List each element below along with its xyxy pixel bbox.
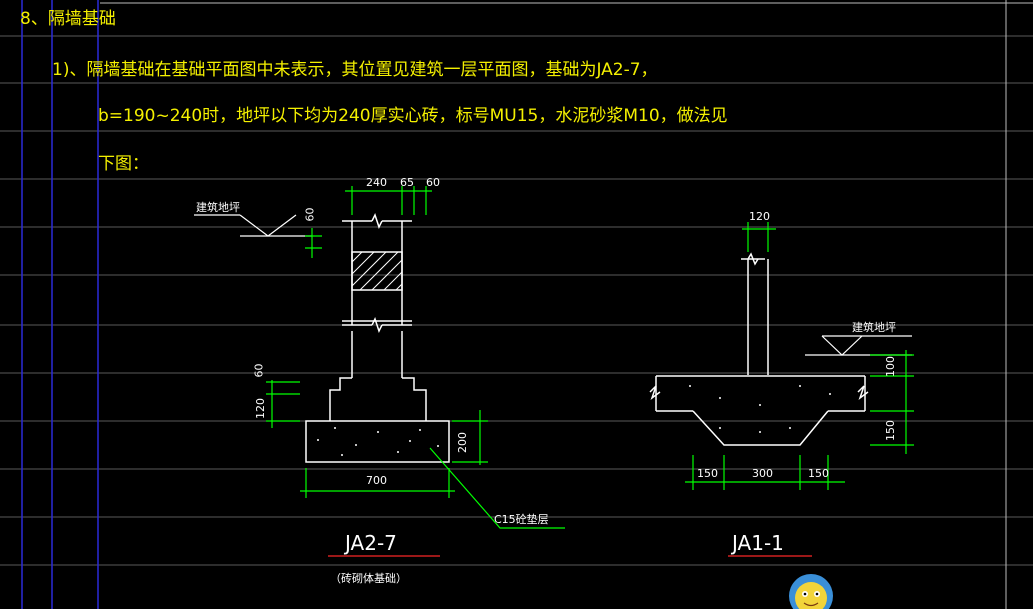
left-dim-60-side: 60	[303, 207, 317, 222]
right-dim-300: 300	[752, 467, 773, 480]
left-dim-60-top: 60	[426, 176, 440, 189]
paragraph-line-3: 下图：	[98, 154, 149, 174]
right-detail-title: JA1-1	[732, 531, 784, 555]
paragraph-line-1: 1)、隔墙基础在基础平面图中未表示，其位置见建筑一层平面图，基础为JA2-7，	[52, 60, 658, 80]
left-floor-label: 建筑地坪	[196, 201, 240, 214]
left-dim-120: 120	[254, 398, 267, 419]
right-dim-150-left: 150	[697, 467, 718, 480]
right-dim-150-side: 150	[884, 420, 897, 441]
section-heading: 8、隔墙基础	[20, 9, 116, 29]
left-floor-symbol	[194, 214, 312, 237]
left-detail-geometry	[305, 213, 450, 463]
right-dim-100: 100	[884, 356, 897, 377]
left-detail-title: JA2-7	[345, 531, 397, 555]
concrete-texture	[317, 385, 831, 456]
right-dim-150-right: 150	[808, 467, 829, 480]
paragraph-line-2: b=190~240时，地坪以下均为240厚实心砖，标号MU15，水泥砂浆M10，…	[98, 106, 728, 126]
left-dim-700: 700	[366, 474, 387, 487]
mascot-avatar-icon[interactable]	[789, 574, 833, 609]
left-dimensions	[266, 186, 565, 529]
left-dim-240: 240	[366, 176, 387, 189]
right-dim-120: 120	[749, 210, 770, 223]
left-dim-65: 65	[400, 176, 414, 189]
right-floor-label: 建筑地坪	[852, 321, 896, 334]
ruled-lines	[0, 35, 1033, 566]
brick-hatching	[351, 251, 403, 291]
right-floor-symbol	[805, 335, 912, 356]
right-dimensions	[685, 222, 914, 490]
left-dim-200: 200	[456, 432, 469, 453]
left-dim-60-lower: 60	[252, 363, 266, 378]
right-detail-geometry	[649, 252, 869, 446]
left-detail-subtitle: （砖砌体基础）	[330, 572, 407, 585]
left-leader-label: C15砼垫层	[494, 513, 549, 526]
